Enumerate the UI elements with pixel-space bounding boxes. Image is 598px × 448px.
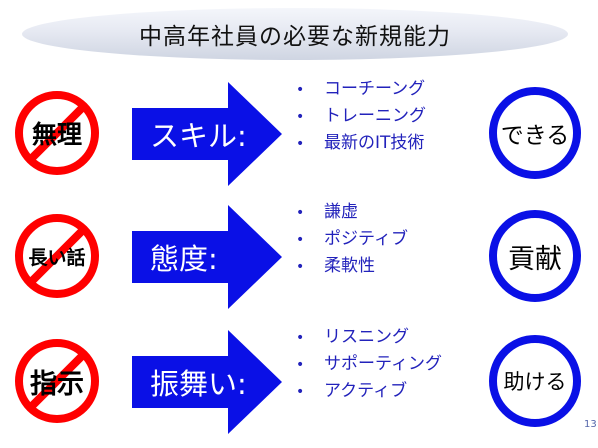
arrow-label: スキル: bbox=[150, 119, 247, 153]
outcome-label: 貢献 bbox=[508, 243, 562, 275]
prohibited-word: 指示 bbox=[30, 368, 84, 400]
prohibition-icon: 長い話 bbox=[14, 213, 100, 299]
right-arrow-icon: 振舞い: bbox=[132, 330, 282, 434]
list-item-text: サポーティング bbox=[324, 354, 442, 374]
list-item: •謙虚 bbox=[296, 202, 358, 222]
list-item-text: リスニング bbox=[324, 327, 409, 347]
row-skill: 無理 スキル: •コーチーング •トレーニング •最新のIT技術 できる bbox=[0, 79, 598, 200]
list-item: •サポーティング bbox=[296, 354, 442, 374]
ring-icon: できる bbox=[489, 87, 581, 179]
list-item: •アクティブ bbox=[296, 381, 408, 401]
row-behavior: 指示 振舞い: •リスニング •サポーティング •アクティブ 助ける bbox=[0, 327, 598, 448]
right-arrow-icon: 態度: bbox=[132, 205, 282, 309]
list-item-text: 謙虚 bbox=[324, 202, 358, 222]
ring-icon: 助ける bbox=[489, 335, 581, 427]
prohibition-icon: 指示 bbox=[14, 338, 100, 424]
page-number: 13 bbox=[584, 419, 597, 430]
bullet-list: •コーチーング •トレーニング •最新のIT技術 bbox=[296, 76, 426, 157]
list-item-text: アクティブ bbox=[324, 381, 408, 401]
list-item: •コーチーング bbox=[296, 79, 426, 99]
row-attitude: 長い話 態度: •謙虚 •ポジティブ •柔軟性 貢献 bbox=[0, 202, 598, 323]
list-item: •最新のIT技術 bbox=[296, 133, 425, 153]
list-item: •リスニング bbox=[296, 327, 409, 347]
title-banner: 中高年社員の必要な新規能力 bbox=[22, 8, 568, 60]
list-item: •トレーニング bbox=[296, 106, 426, 126]
prohibited-word: 長い話 bbox=[28, 246, 86, 269]
list-item: •ポジティブ bbox=[296, 229, 408, 249]
list-item-text: コーチーング bbox=[324, 79, 426, 99]
list-item-text: 最新のIT技術 bbox=[324, 133, 425, 153]
outcome-label: 助ける bbox=[503, 370, 567, 394]
list-item-text: ポジティブ bbox=[324, 229, 408, 249]
arrow-label: 態度: bbox=[150, 242, 218, 276]
list-item-text: 柔軟性 bbox=[324, 256, 375, 276]
bullet-list: •リスニング •サポーティング •アクティブ bbox=[296, 324, 442, 405]
slide-title: 中高年社員の必要な新規能力 bbox=[139, 24, 451, 50]
prohibition-icon: 無理 bbox=[14, 90, 100, 176]
list-item: •柔軟性 bbox=[296, 256, 375, 276]
list-item-text: トレーニング bbox=[324, 106, 426, 126]
bullet-list: •謙虚 •ポジティブ •柔軟性 bbox=[296, 199, 408, 280]
prohibited-word: 無理 bbox=[31, 120, 82, 149]
right-arrow-icon: スキル: bbox=[132, 82, 282, 186]
arrow-label: 振舞い: bbox=[150, 367, 247, 401]
ring-icon: 貢献 bbox=[489, 210, 581, 302]
outcome-label: できる bbox=[500, 123, 570, 149]
